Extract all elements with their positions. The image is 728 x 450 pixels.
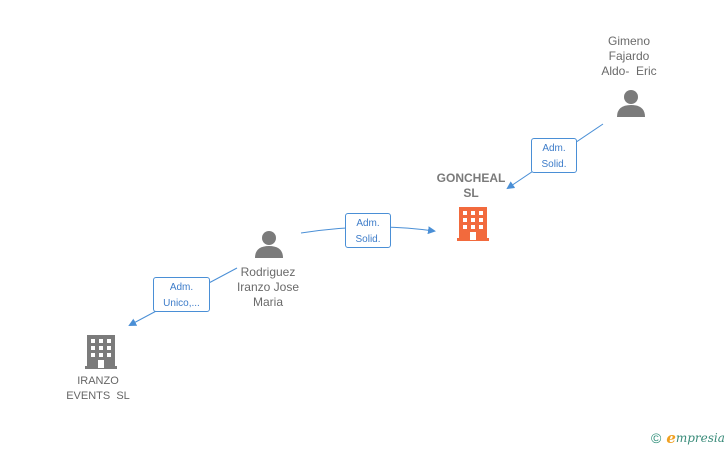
relation-label-gimeno-goncheal[interactable]: Adm. Solid.	[531, 138, 577, 173]
person-label-gimeno[interactable]: Gimeno Fajardo Aldo- Eric	[578, 34, 680, 79]
label-line: SL	[463, 186, 479, 200]
label-line: GONCHEAL	[436, 171, 506, 185]
building-icon[interactable]	[457, 207, 489, 241]
relation-line: Unico,...	[163, 298, 200, 309]
relation-line: Adm.	[169, 282, 194, 293]
label-line: IRANZO	[77, 375, 119, 387]
relation-label-rodriguez-goncheal[interactable]: Adm. Solid.	[345, 213, 391, 248]
company-label-goncheal[interactable]: GONCHEAL SL	[421, 171, 521, 201]
brand-logo-text: mpresia	[675, 431, 725, 445]
brand-logo-initial: e	[666, 429, 676, 447]
label-line: EVENTS SL	[66, 390, 130, 402]
label-line: Gimeno	[607, 34, 651, 48]
building-icon[interactable]	[85, 335, 117, 369]
relation-line: Adm.	[542, 143, 566, 154]
copyright-icon: ©	[651, 430, 662, 446]
person-label-rodriguez[interactable]: Rodriguez Iranzo Jose Maria	[218, 265, 318, 310]
person-icon[interactable]	[255, 231, 283, 258]
label-line: Maria	[252, 295, 283, 309]
person-icon[interactable]	[617, 90, 645, 117]
label-line: Rodriguez	[240, 265, 296, 279]
relation-line: Solid.	[541, 159, 567, 170]
label-line: Iranzo Jose	[236, 280, 300, 294]
label-line: Aldo- Eric	[601, 64, 657, 78]
relation-label-rodriguez-iranzo[interactable]: Adm. Unico,...	[153, 277, 210, 312]
relation-line: Adm.	[356, 218, 380, 229]
relation-line: Solid.	[355, 234, 381, 245]
label-line: Fajardo	[608, 49, 650, 63]
company-label-iranzo-events[interactable]: IRANZO EVENTS SL	[48, 374, 148, 404]
